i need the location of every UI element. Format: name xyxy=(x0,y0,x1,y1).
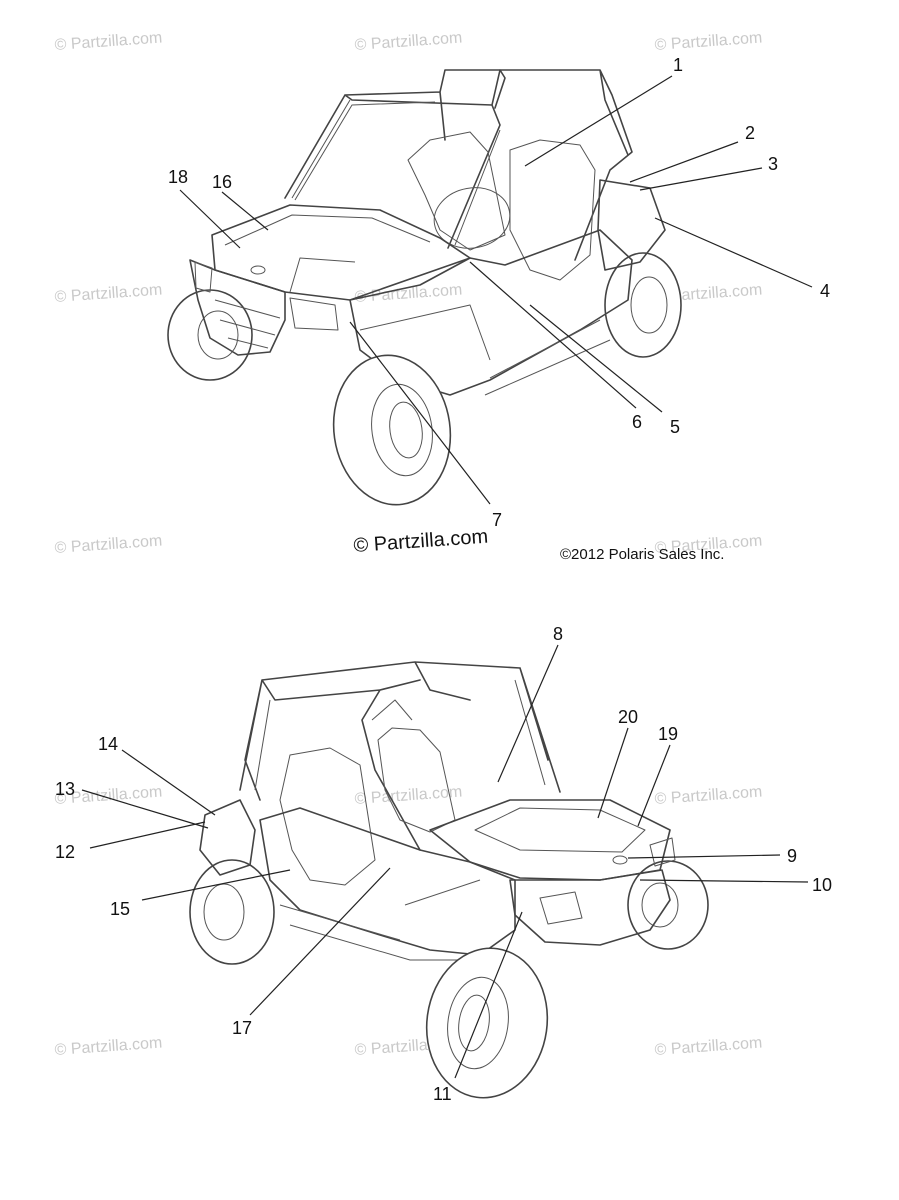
watermark: © Partzilla.com xyxy=(354,784,463,808)
rim xyxy=(371,383,433,477)
tire xyxy=(332,354,452,506)
callout-4: 4 xyxy=(820,281,830,301)
callout-12: 12 xyxy=(55,842,75,862)
callout-19: 19 xyxy=(658,724,678,744)
callout-6: 6 xyxy=(632,412,642,432)
headlight xyxy=(194,261,339,331)
leader-line xyxy=(639,167,763,191)
callout-20: 20 xyxy=(618,707,638,727)
headlight xyxy=(539,837,676,925)
tire xyxy=(167,289,253,381)
roll-cage-inner xyxy=(254,679,546,791)
tire xyxy=(627,860,709,950)
leader-line xyxy=(529,304,663,413)
watermark: © Partzilla.com xyxy=(354,282,463,306)
callout-7: 7 xyxy=(492,510,502,530)
roll-cage-inner xyxy=(291,99,501,246)
rim xyxy=(203,883,245,941)
leader-line xyxy=(654,217,813,288)
watermark: © Partzilla.com xyxy=(54,1035,163,1059)
watermark: © Partzilla.com xyxy=(654,1035,763,1059)
bottom-leader-lines xyxy=(81,644,809,1079)
front-bumper xyxy=(189,259,286,356)
bottom-callouts: 8 9 10 11 12 13 14 15 17 19 20 xyxy=(55,624,832,1104)
leader-line xyxy=(637,744,671,827)
leader-line xyxy=(524,75,673,167)
watermark: © Partzilla.com xyxy=(654,784,763,808)
watermark: © Partzilla.com xyxy=(354,30,463,54)
callout-5: 5 xyxy=(670,417,680,437)
callout-3: 3 xyxy=(768,154,778,174)
rim-inner xyxy=(458,994,490,1052)
rim-inner xyxy=(389,401,423,459)
leader-line xyxy=(81,789,209,829)
watermark: © Partzilla.com xyxy=(54,282,163,306)
seat xyxy=(377,727,456,833)
rear-fender xyxy=(199,799,256,876)
rim xyxy=(630,276,668,334)
side-body xyxy=(259,807,516,956)
bottom-vehicle-drawing xyxy=(189,661,709,1099)
leader-line xyxy=(349,321,491,505)
watermark: © Partzilla.com xyxy=(654,30,763,54)
watermark: © Partzilla.com xyxy=(54,30,163,54)
callout-17: 17 xyxy=(232,1018,252,1038)
callout-13: 13 xyxy=(55,779,75,799)
leader-line xyxy=(89,821,206,849)
seat xyxy=(279,747,376,886)
hood-badge xyxy=(612,855,628,865)
top-leader-lines xyxy=(179,75,813,505)
hood-detail xyxy=(224,214,431,293)
rim xyxy=(447,976,509,1070)
callout-15: 15 xyxy=(110,899,130,919)
callout-11: 11 xyxy=(433,1084,452,1104)
hood-badge xyxy=(250,265,266,275)
leader-line xyxy=(249,867,391,1016)
side-panel xyxy=(359,304,611,396)
roll-cage xyxy=(284,69,633,261)
leader-line xyxy=(141,869,291,901)
rim xyxy=(197,310,239,360)
callout-9: 9 xyxy=(787,846,797,866)
roll-cage xyxy=(239,661,561,851)
callout-1: 1 xyxy=(673,55,683,75)
callout-18: 18 xyxy=(168,167,188,187)
callout-16: 16 xyxy=(212,172,232,192)
callout-2: 2 xyxy=(745,123,755,143)
leader-line xyxy=(121,749,216,816)
leader-line xyxy=(454,911,523,1079)
top-callouts: 1 2 3 4 5 6 7 16 18 xyxy=(168,55,830,530)
seat xyxy=(509,139,596,281)
partzilla-credit: © Partzilla.com xyxy=(353,526,489,557)
tire xyxy=(604,252,682,358)
front-bumper xyxy=(509,869,671,946)
leader-line xyxy=(469,261,637,409)
leader-line xyxy=(221,191,269,231)
steering-wheel xyxy=(433,187,511,249)
side-panel xyxy=(279,879,481,961)
leader-line xyxy=(497,644,559,783)
callout-8: 8 xyxy=(553,624,563,644)
seat xyxy=(407,131,506,251)
top-vehicle-drawing xyxy=(167,69,682,506)
grille xyxy=(214,299,281,349)
hood-detail xyxy=(474,807,646,853)
leader-line xyxy=(597,727,629,819)
leader-line xyxy=(179,189,241,249)
leader-line xyxy=(627,854,781,859)
callout-14: 14 xyxy=(98,734,118,754)
leader-line xyxy=(639,879,809,883)
tire xyxy=(425,947,549,1099)
rim xyxy=(641,882,679,928)
callout-10: 10 xyxy=(812,875,832,895)
leader-line xyxy=(629,141,739,183)
copyright-notice: ©2012 Polaris Sales Inc. xyxy=(560,546,724,563)
watermark: © Partzilla.com xyxy=(54,533,163,557)
